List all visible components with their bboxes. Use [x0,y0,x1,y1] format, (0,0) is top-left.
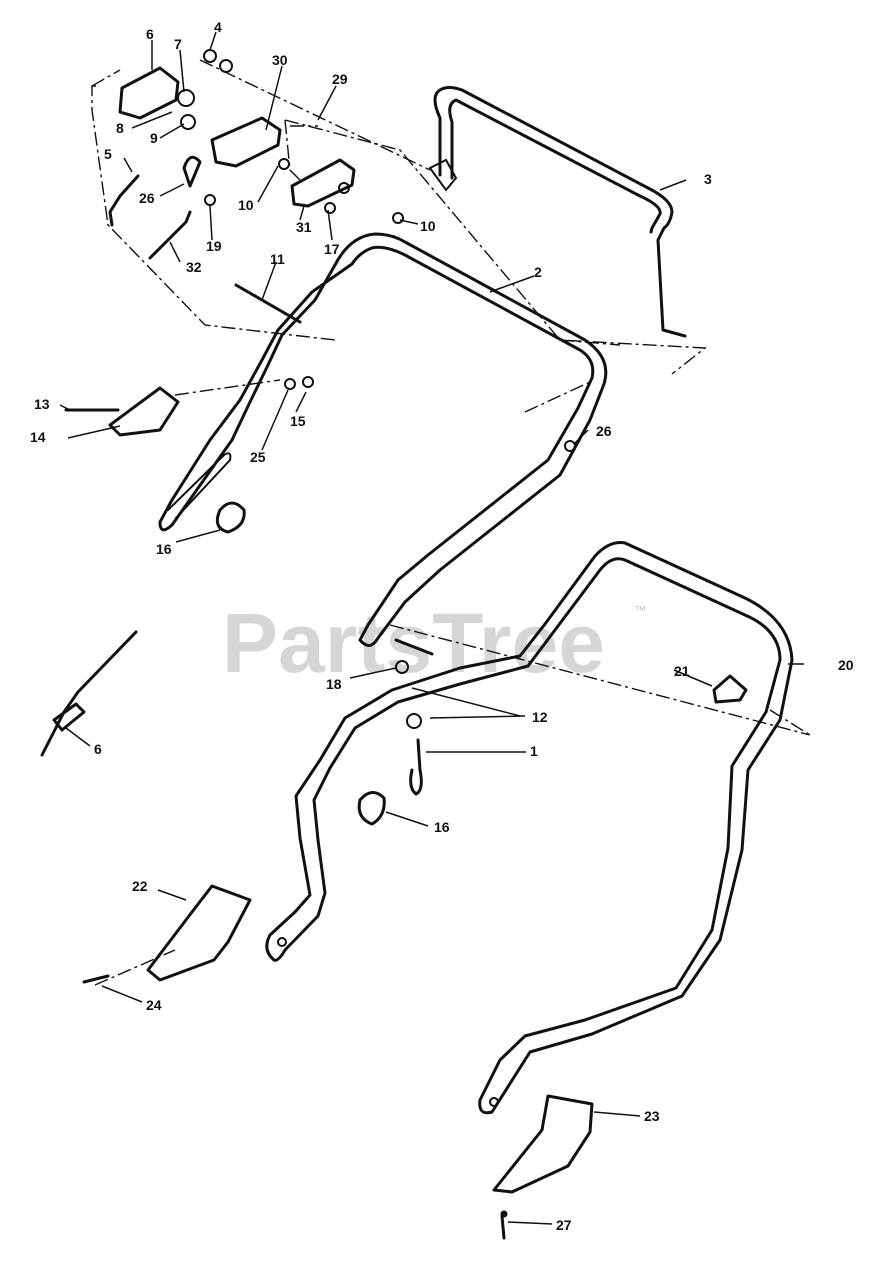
callout-10-right: 10 [420,218,436,234]
callout-21: 21 [674,663,690,679]
callout-22: 22 [132,878,148,894]
callout-6-lower: 6 [94,741,102,757]
callout-25: 25 [250,449,266,465]
callout-6: 6 [146,26,154,42]
lower-hardware [40,630,748,1240]
callout-1: 1 [530,743,538,759]
part-3-control-bail [428,86,687,338]
callout-labels: 6 7 4 30 29 8 9 5 26 10 31 10 3 19 17 32… [30,19,854,1233]
upper-hardware [108,49,404,324]
callout-32: 32 [186,259,202,275]
assembly-guide-lines [91,59,811,986]
callout-4: 4 [214,19,222,35]
callout-2: 2 [534,264,542,280]
callout-17: 17 [324,241,340,257]
callout-16-lower: 16 [434,819,450,835]
callout-29: 29 [332,71,348,87]
callout-5: 5 [104,146,112,162]
part-2-upper-handle [158,232,608,647]
part-20-lower-handle [265,541,794,1115]
callout-30: 30 [272,52,288,68]
callout-26: 26 [139,190,155,206]
callout-13: 13 [34,396,50,412]
callout-31: 31 [296,219,312,235]
left-hardware [64,376,576,534]
callout-24: 24 [146,997,162,1013]
callout-12: 12 [532,709,548,725]
callout-20: 20 [838,657,854,673]
callout-15: 15 [290,413,306,429]
callout-26-right: 26 [596,423,612,439]
callout-27: 27 [556,1217,572,1233]
callout-10: 10 [238,197,254,213]
callout-19: 19 [206,238,222,254]
callout-14: 14 [30,429,46,445]
callout-16: 16 [156,541,172,557]
callout-8: 8 [116,120,124,136]
watermark-text: PartsTree [222,596,605,690]
callout-18: 18 [326,676,342,692]
callout-3: 3 [704,171,712,187]
callout-9: 9 [150,130,158,146]
leader-lines [59,31,804,1225]
callout-11: 11 [270,251,285,267]
watermark-trademark: ™ [634,603,646,617]
callout-7: 7 [174,36,182,52]
callout-23: 23 [644,1108,660,1124]
